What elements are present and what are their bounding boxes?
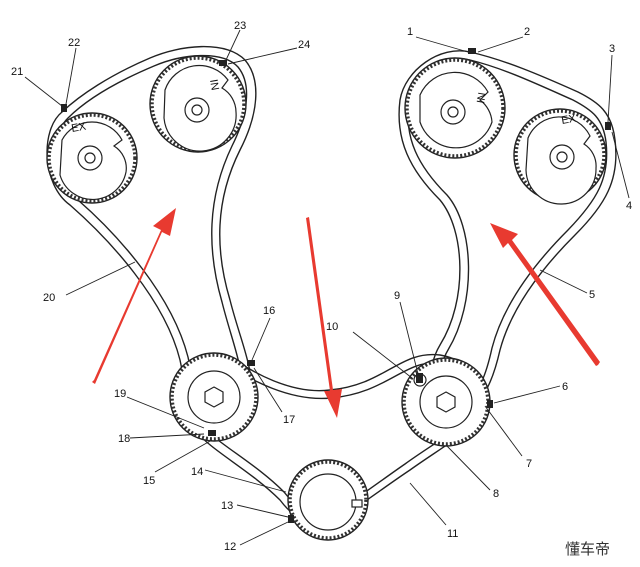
right-idler-sprocket <box>401 357 491 447</box>
chain-link-markers <box>61 48 611 523</box>
left-bank-chain <box>46 45 257 436</box>
callout-14: 14 <box>191 466 203 478</box>
left-intake-cam-mark: IN <box>207 78 221 91</box>
callout-8: 8 <box>493 488 499 500</box>
callout-9: 9 <box>394 290 400 302</box>
callout-labels: 1 2 3 4 5 6 7 8 9 10 11 12 13 14 15 16 1… <box>11 20 632 553</box>
crankshaft-sprocket <box>287 459 369 541</box>
center-down-arrow <box>306 217 342 418</box>
left-up-arrow <box>92 208 176 384</box>
left-exhaust-cam-mark: EX <box>70 120 87 134</box>
direction-arrows <box>92 208 600 418</box>
leader-lines <box>24 29 630 546</box>
right-up-arrow <box>490 223 600 366</box>
callout-24: 24 <box>298 39 310 51</box>
callout-6: 6 <box>562 381 568 393</box>
left-intake-cam-sprocket: IN <box>149 55 247 153</box>
left-idler-sprocket <box>169 352 259 442</box>
callout-17: 17 <box>283 414 295 426</box>
callout-23: 23 <box>234 20 246 32</box>
callout-16: 16 <box>263 305 275 317</box>
right-exhaust-cam-mark: EX <box>560 112 577 126</box>
callout-5: 5 <box>589 289 595 301</box>
callout-13: 13 <box>221 500 233 512</box>
callout-3: 3 <box>609 43 615 55</box>
callout-20: 20 <box>43 292 55 304</box>
callout-15: 15 <box>143 475 155 487</box>
callout-2: 2 <box>524 26 530 38</box>
right-intake-cam-sprocket: IN <box>404 57 506 159</box>
callout-21: 21 <box>11 66 23 78</box>
callout-19: 19 <box>114 388 126 400</box>
callout-12: 12 <box>224 541 236 553</box>
watermark: 懂车帝 <box>565 540 610 558</box>
callout-1: 1 <box>407 26 413 38</box>
callout-11: 11 <box>447 528 458 540</box>
callout-10: 10 <box>326 321 338 333</box>
right-exhaust-cam-sprocket: EX <box>513 108 607 205</box>
callout-7: 7 <box>526 458 532 470</box>
left-exhaust-cam-sprocket: EX <box>46 112 138 204</box>
right-intake-cam-mark: IN <box>475 92 489 105</box>
callout-18: 18 <box>118 433 130 445</box>
callout-22: 22 <box>68 37 80 49</box>
callout-4: 4 <box>626 200 632 212</box>
